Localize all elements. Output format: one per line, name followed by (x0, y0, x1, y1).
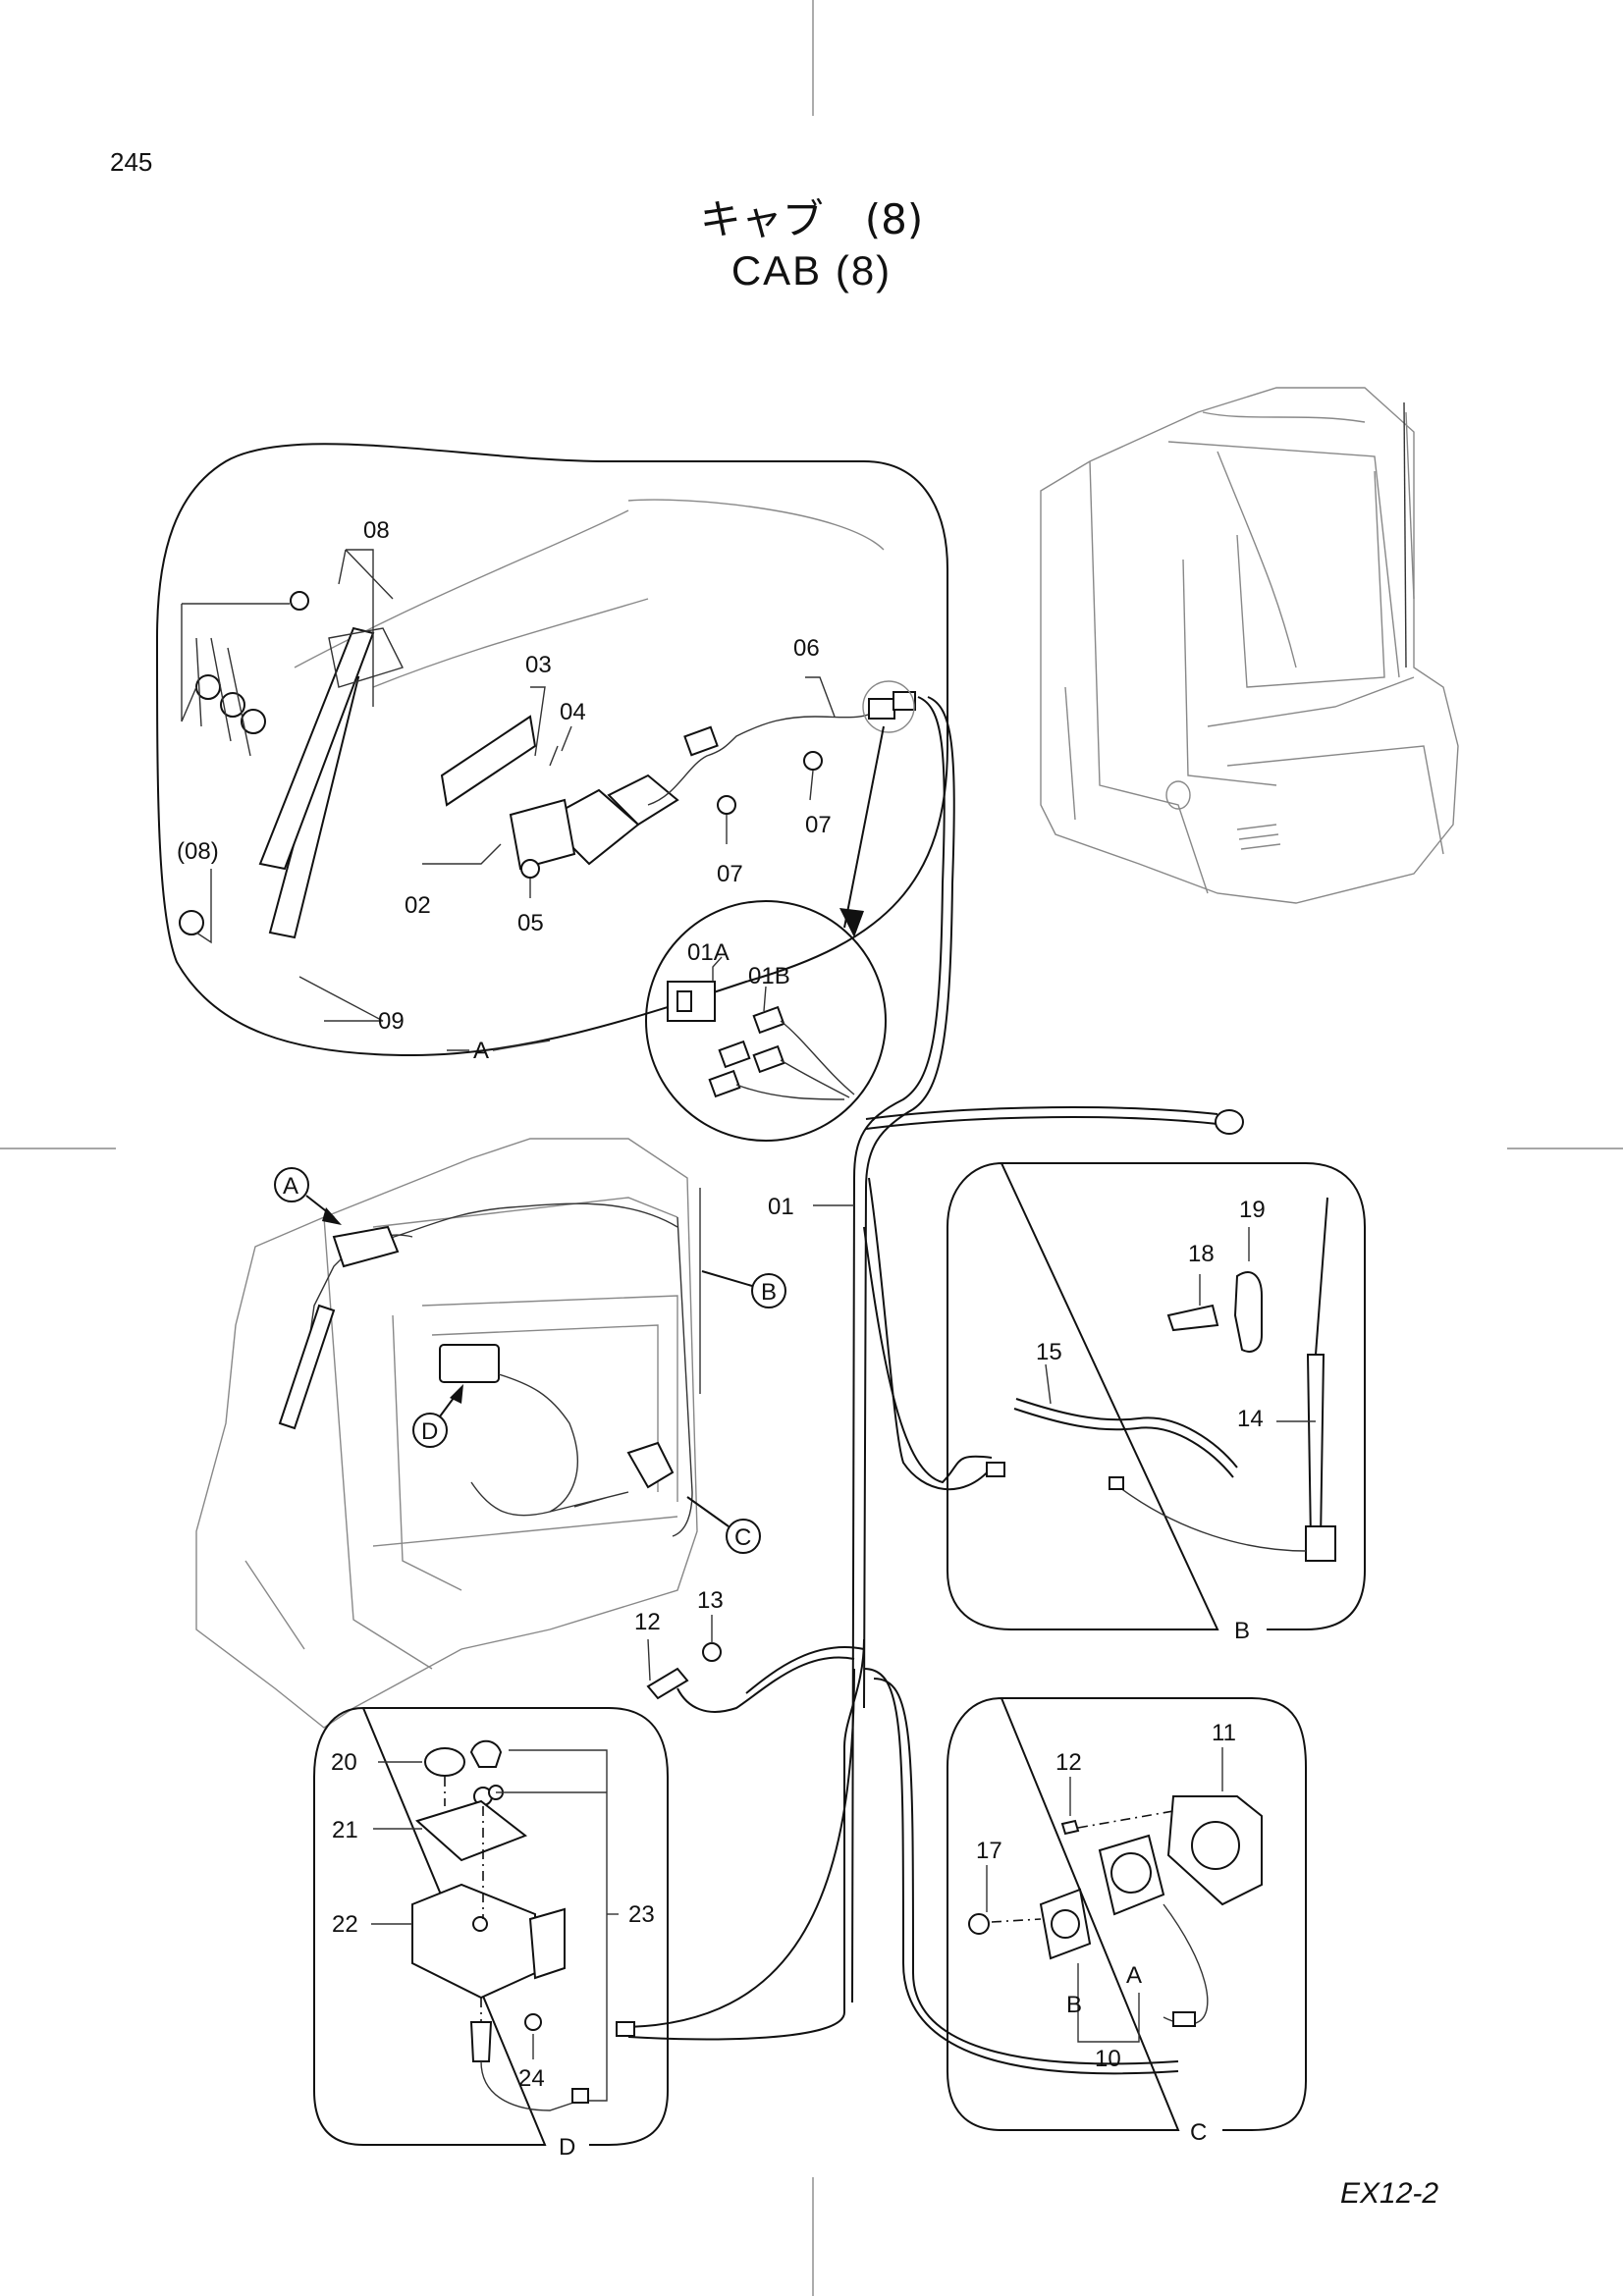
callout-02: 02 (405, 892, 431, 919)
bolt-clamp-group (646, 1615, 722, 1700)
callout-03: 03 (525, 652, 552, 678)
callout-18: 18 (1188, 1241, 1215, 1267)
page-title-japanese: キャブ (8) (699, 195, 924, 243)
callout-01a: 01A (687, 939, 730, 966)
callout-12-center: 12 (634, 1609, 661, 1635)
detail-d-box (313, 1706, 669, 2146)
diagram-code: EX12-2 (1340, 2177, 1439, 2210)
detail-label-a: A (473, 1038, 489, 1064)
cab-overview-illustration (1040, 387, 1459, 904)
detail-label-d: D (559, 2134, 575, 2161)
callout-21: 21 (332, 1817, 358, 1843)
detail-a-leaders (181, 549, 836, 1022)
callout-24: 24 (518, 2065, 545, 2092)
callout-04: 04 (560, 699, 586, 725)
detail-c-box (947, 1696, 1307, 2131)
callout-01b: 01B (748, 963, 790, 989)
detail-label-b: B (1234, 1618, 1250, 1644)
callout-08: 08 (363, 517, 390, 544)
callout-11: 11 (1212, 1720, 1236, 1746)
callout-22: 22 (332, 1911, 358, 1938)
callout-07-right: 07 (805, 812, 832, 838)
circle-ref-d: D (412, 1384, 463, 1448)
callout-20: 20 (331, 1749, 357, 1776)
main-harness-01 (616, 696, 1244, 2075)
svg-text:B: B (761, 1279, 777, 1306)
callout-06: 06 (793, 635, 820, 662)
callout-12-right: 12 (1055, 1749, 1082, 1776)
connector-inset (645, 725, 887, 1142)
sub-label-b: B (1066, 1992, 1082, 2018)
callout-14: 14 (1237, 1406, 1264, 1432)
circle-ref-b: B (701, 1270, 786, 1308)
detail-a-balloon (155, 443, 948, 1057)
callout-05: 05 (517, 910, 544, 936)
circle-ref-c: C (686, 1496, 761, 1554)
page-title-english: CAB (8) (730, 247, 893, 294)
page-number: 245 (110, 147, 153, 177)
svg-text:D: D (421, 1418, 438, 1445)
callout-01: 01 (768, 1194, 794, 1220)
cab-body-illustration (195, 1138, 701, 1729)
callout-07-left: 07 (717, 861, 743, 887)
svg-text:C: C (734, 1524, 751, 1551)
callout-15: 15 (1036, 1339, 1062, 1365)
callout-09: 09 (378, 1008, 405, 1035)
callout-13: 13 (697, 1587, 724, 1614)
circle-ref-a: A (274, 1167, 342, 1225)
svg-text:A: A (283, 1173, 298, 1200)
detail-label-c: C (1190, 2119, 1207, 2146)
bracket-plate-illustration (440, 715, 537, 807)
callout-10: 10 (1095, 2046, 1121, 2072)
callout-19: 19 (1239, 1197, 1266, 1223)
sub-label-a: A (1126, 1962, 1142, 1989)
callout-17: 17 (976, 1838, 1002, 1864)
callout-08-secondary: (08) (177, 838, 219, 865)
callout-23: 23 (628, 1901, 655, 1928)
detail-b-box (947, 1161, 1366, 1630)
